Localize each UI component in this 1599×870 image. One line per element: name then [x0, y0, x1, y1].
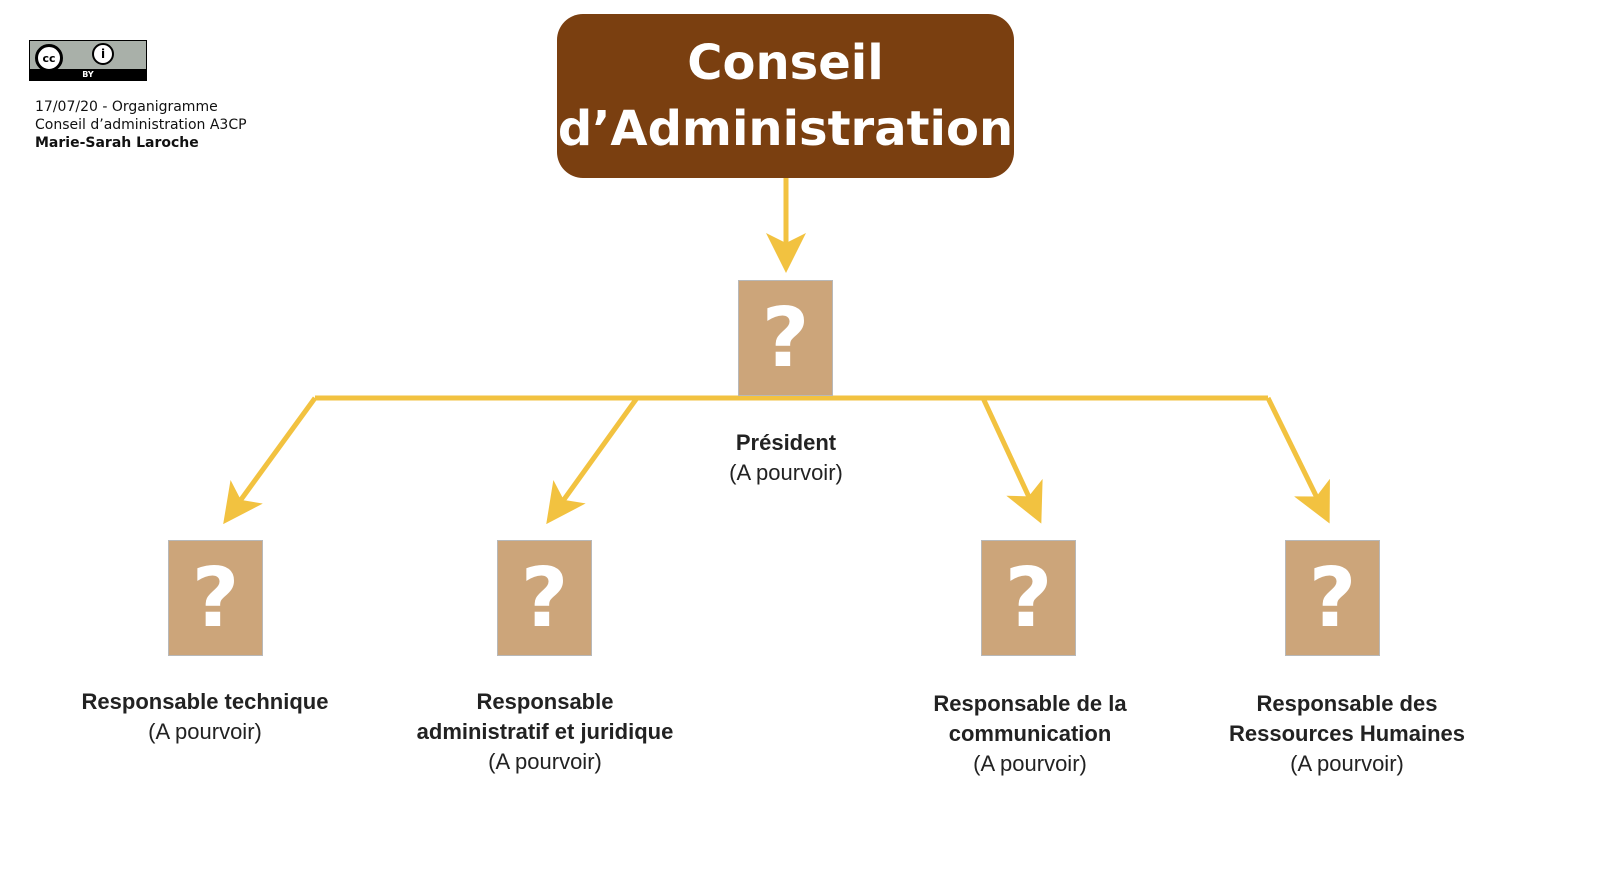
question-mark-icon: ? — [191, 550, 240, 646]
rh-placeholder: ? — [1285, 540, 1380, 656]
by-label: BY — [30, 69, 146, 80]
title-line-1: Conseil — [687, 35, 884, 91]
role-status: (A pourvoir) — [488, 749, 602, 774]
question-mark-icon: ? — [520, 550, 569, 646]
cc-icon: cc — [35, 44, 63, 72]
role-status: (A pourvoir) — [1290, 751, 1404, 776]
communication-placeholder: ? — [981, 540, 1076, 656]
role-title: Responsable des — [1256, 691, 1438, 716]
president-placeholder: ? — [738, 280, 833, 396]
communication-label: Responsable de la communication (A pourv… — [860, 689, 1200, 779]
arrow-to-technique — [223, 396, 318, 525]
arrow-to-administratif — [546, 396, 640, 525]
document-meta: 17/07/20 - Organigramme Conseil d’admini… — [35, 98, 247, 152]
administratif-label: Responsable administratif et juridique (… — [375, 687, 715, 777]
question-mark-icon: ? — [1308, 550, 1357, 646]
role-title: Responsable technique — [81, 689, 329, 714]
role-status: (A pourvoir) — [148, 719, 262, 744]
person-icon: i — [92, 43, 114, 65]
title-line-2: d’Administration — [557, 101, 1014, 157]
question-mark-icon: ? — [761, 290, 810, 386]
role-title: Président — [735, 430, 837, 455]
role-title-2: communication — [948, 721, 1112, 746]
board-title-box: Conseil d’Administration — [557, 14, 1014, 178]
rh-label: Responsable des Ressources Humaines (A p… — [1177, 689, 1517, 779]
meta-subtitle: Conseil d’administration A3CP — [35, 117, 247, 133]
role-title-2: administratif et juridique — [416, 719, 674, 744]
technique-label: Responsable technique (A pourvoir) — [35, 687, 375, 747]
president-label: Président (A pourvoir) — [616, 428, 956, 488]
cc-by-license-badge: cc i BY — [29, 40, 147, 81]
administratif-placeholder: ? — [497, 540, 592, 656]
meta-date-title: 17/07/20 - Organigramme — [35, 99, 218, 115]
role-title: Responsable — [476, 689, 614, 714]
role-status: (A pourvoir) — [729, 460, 843, 485]
arrow-to-rh — [1265, 396, 1330, 524]
role-title: Responsable de la — [933, 691, 1127, 716]
role-title-2: Ressources Humaines — [1229, 721, 1465, 746]
meta-author: Marie-Sarah Laroche — [35, 135, 199, 151]
question-mark-icon: ? — [1004, 550, 1053, 646]
role-status: (A pourvoir) — [973, 751, 1087, 776]
arrow-to-communication — [980, 396, 1043, 524]
technique-placeholder: ? — [168, 540, 263, 656]
